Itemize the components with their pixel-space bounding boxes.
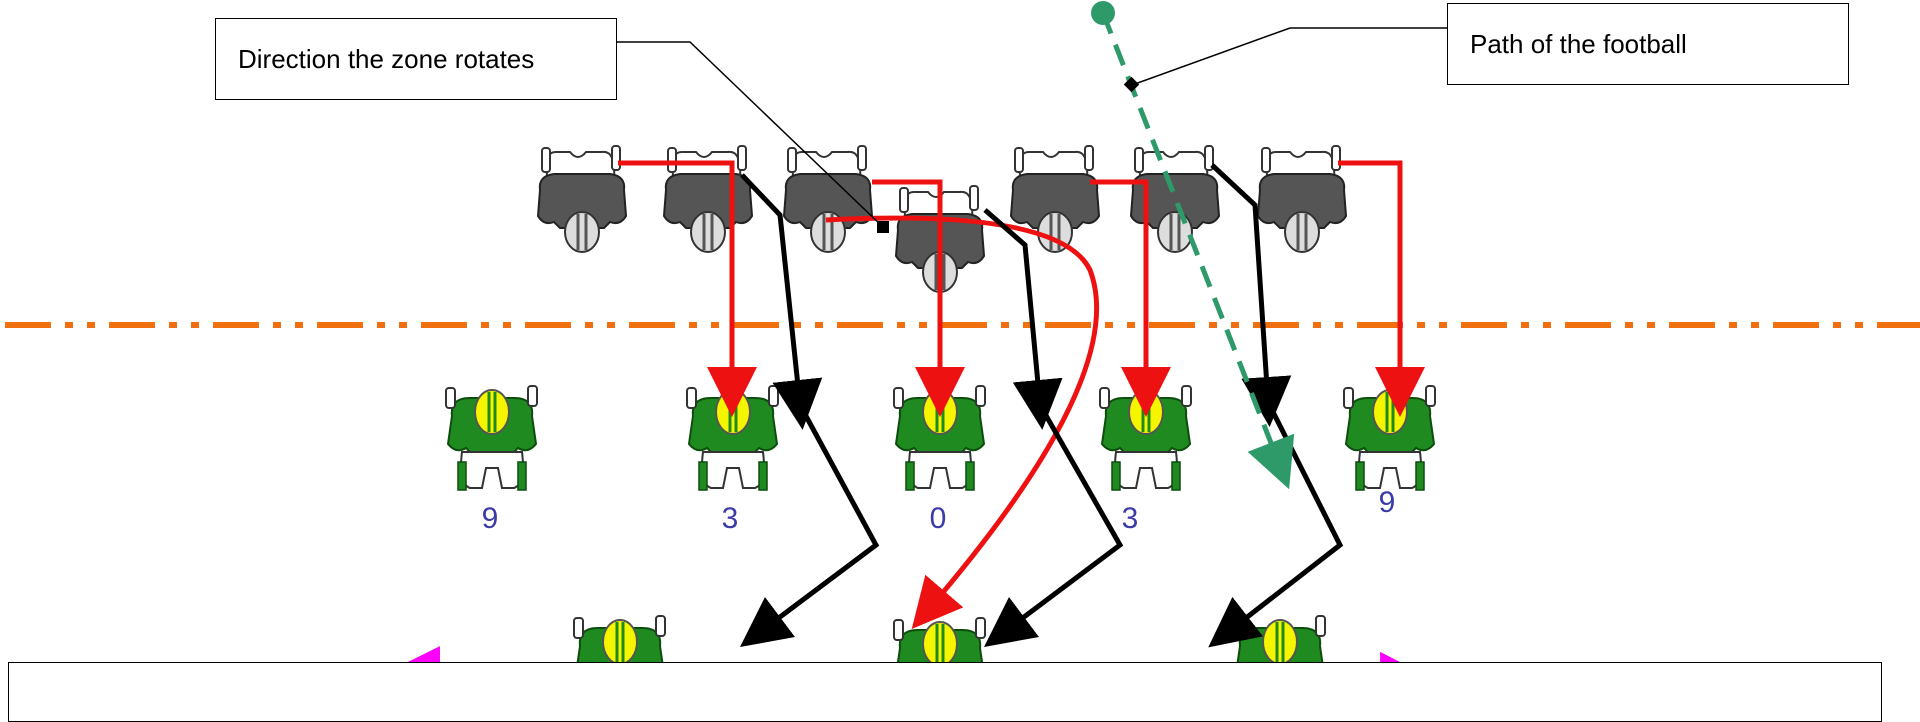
defensive-player-icon (1098, 384, 1193, 492)
zone-rotation-callout-text: Direction the zone rotates (238, 43, 535, 74)
zone-rotation-callout: Direction the zone rotates (215, 18, 617, 100)
offensive-lineman-icon (782, 144, 874, 254)
offensive-lineman-icon (1009, 144, 1101, 254)
defensive-player-icon (1342, 384, 1437, 492)
offensive-lineman-icon (1256, 144, 1348, 254)
football-path-callout: Path of the football (1447, 3, 1849, 85)
technique-label: 3 (722, 502, 739, 535)
callout-leaders (617, 27, 1447, 233)
technique-label: 0 (930, 502, 947, 535)
offensive-lineman-icon (536, 144, 628, 254)
defensive-player-icon (444, 384, 539, 492)
defensive-player-icon (892, 384, 987, 492)
technique-label: 9 (1379, 486, 1396, 519)
football-path-callout-text: Path of the football (1470, 28, 1687, 59)
technique-label: 3 (1122, 502, 1139, 535)
red-blocking-paths (618, 160, 1425, 629)
technique-labels: 9 3 0 3 9 (482, 486, 1396, 535)
bottom-text-box (8, 662, 1882, 722)
technique-label: 9 (482, 502, 499, 535)
defensive-player-icon (685, 384, 780, 492)
